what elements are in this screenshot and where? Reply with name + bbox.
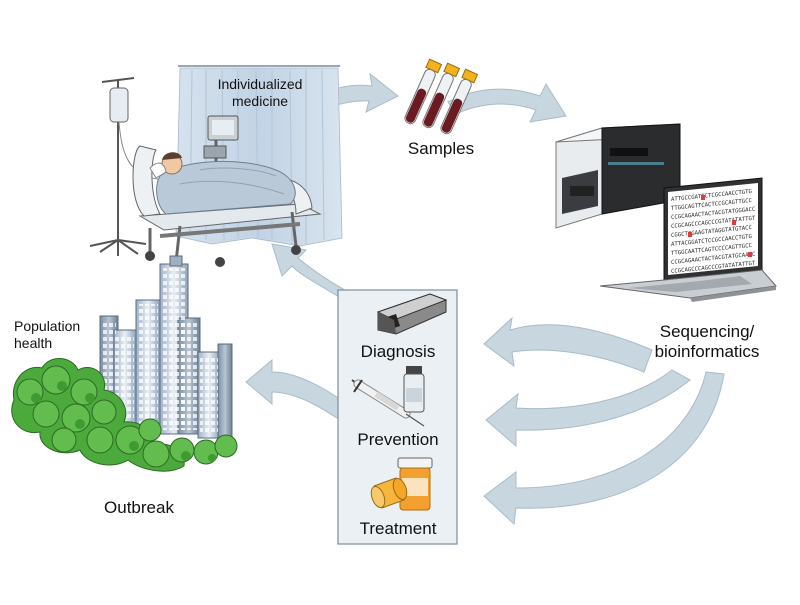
label-diagnosis: Diagnosis	[360, 342, 436, 361]
label-line: medicine	[231, 93, 289, 109]
blood-tube-icon	[404, 58, 443, 125]
label-line: bioinformatics	[654, 342, 760, 361]
pill-bottle-icon	[397, 457, 433, 511]
label-individualized-medicine: Individualized medicine	[200, 76, 320, 110]
flow-arrows	[245, 72, 725, 526]
arrow-care-to-medicine	[271, 243, 353, 301]
blood-tube-icon	[440, 68, 479, 135]
label-line: Sequencing/	[659, 322, 755, 341]
label-population-health: Population health	[14, 318, 80, 352]
blood-tubes	[404, 58, 479, 135]
label-treatment: Treatment	[359, 519, 437, 538]
label-sequencing: Sequencing/ bioinformatics	[632, 322, 782, 362]
arrow-care-to-population	[245, 358, 345, 421]
label-line: Individualized	[217, 76, 303, 92]
label-outbreak: Outbreak	[104, 498, 174, 517]
arrow-sequencing-to-treatment	[483, 371, 725, 526]
arrow-sequencing-to-prevention	[485, 369, 691, 448]
arrow-sequencing-to-diagnosis	[483, 316, 653, 373]
capsule-icon	[370, 477, 408, 509]
vial-icon	[403, 366, 425, 413]
microscope-slide-icon	[376, 293, 448, 335]
sequencer-icon	[555, 123, 681, 229]
label-prevention: Prevention	[357, 430, 439, 449]
iv-stand-icon	[89, 77, 171, 256]
label-line: health	[14, 335, 53, 351]
mutation-highlights	[688, 195, 752, 257]
trees-icon	[11, 358, 238, 472]
syringe-icon	[351, 379, 425, 427]
blood-tube-icon	[422, 62, 461, 129]
label-samples: Samples	[407, 139, 475, 158]
patient-icon	[149, 152, 296, 215]
label-line: Population	[14, 318, 81, 334]
hospital-scene	[89, 65, 343, 271]
laptop-icon: ATTGCCGATTCTCGCCAACCTGTG TTGGCAGTTCACTCC…	[599, 177, 777, 302]
arrow-samples-to-sequencer	[447, 82, 567, 123]
